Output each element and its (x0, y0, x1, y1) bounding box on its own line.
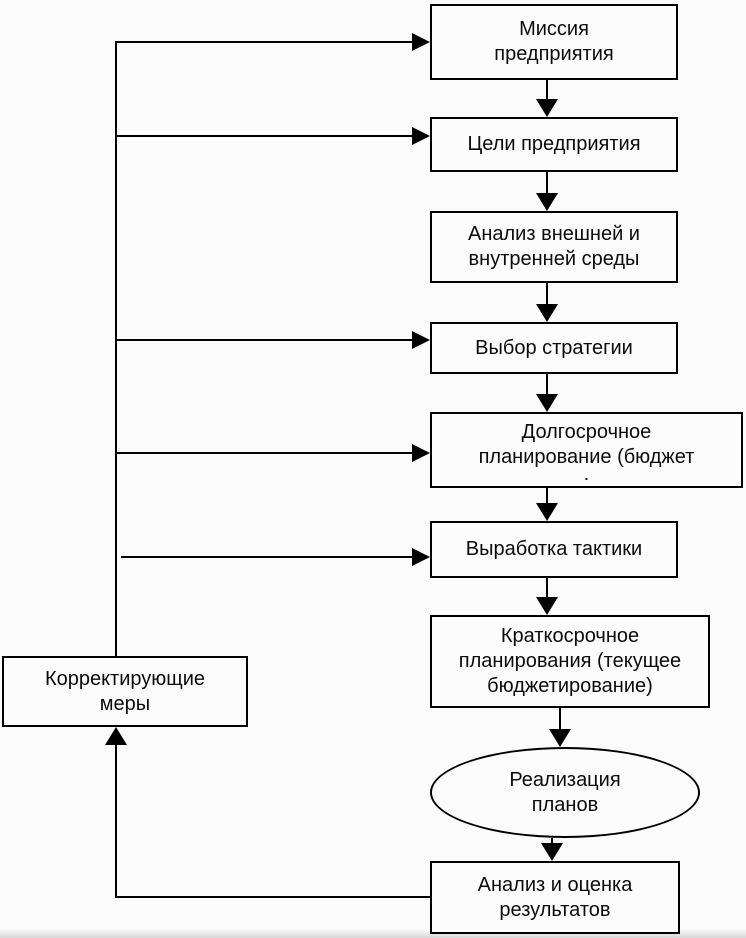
node-tactics: Выработка тактики (430, 521, 678, 578)
node-shortterm-planning: Краткосрочное планирования (текущее бюдж… (430, 615, 710, 708)
node-environment-analysis: Анализ внешней и внутренней среды (430, 211, 678, 283)
node-mission-label: Миссия предприятия (494, 18, 614, 65)
node-plans-implementation: Реализация планов (430, 747, 700, 838)
node-results-analysis-label: Анализ и оценка результатов (477, 873, 633, 921)
node-tactics-label: Выработка тактики (465, 538, 643, 560)
node-corrective-measures-label: Корректирующие меры (44, 667, 206, 715)
node-goals: Цели предприятия (430, 117, 678, 172)
node-plans-implementation-label: Реализация планов (509, 768, 621, 816)
node-longterm-planning-label: Долгосрочное планирование (бюджет (478, 421, 695, 468)
node-results-analysis: Анализ и оценка результатов (430, 861, 680, 934)
longterm-planning-stray-dot: . (584, 467, 589, 483)
node-strategy-choice-label: Выбор стратегии (475, 336, 633, 359)
node-environment-analysis-label: Анализ внешней и внутренней среды (468, 223, 640, 270)
node-goals-label: Цели предприятия (467, 133, 641, 155)
image-bottom-edge (0, 929, 746, 938)
node-shortterm-planning-label: Краткосрочное планирования (текущее бюдж… (458, 625, 682, 697)
node-mission: Миссия предприятия (430, 4, 678, 80)
node-strategy-choice: Выбор стратегии (430, 322, 678, 374)
node-corrective-measures: Корректирующие меры (2, 656, 248, 727)
node-longterm-planning: Долгосрочное планирование (бюджет . (430, 412, 743, 488)
feedback-trunk-line (115, 41, 117, 656)
